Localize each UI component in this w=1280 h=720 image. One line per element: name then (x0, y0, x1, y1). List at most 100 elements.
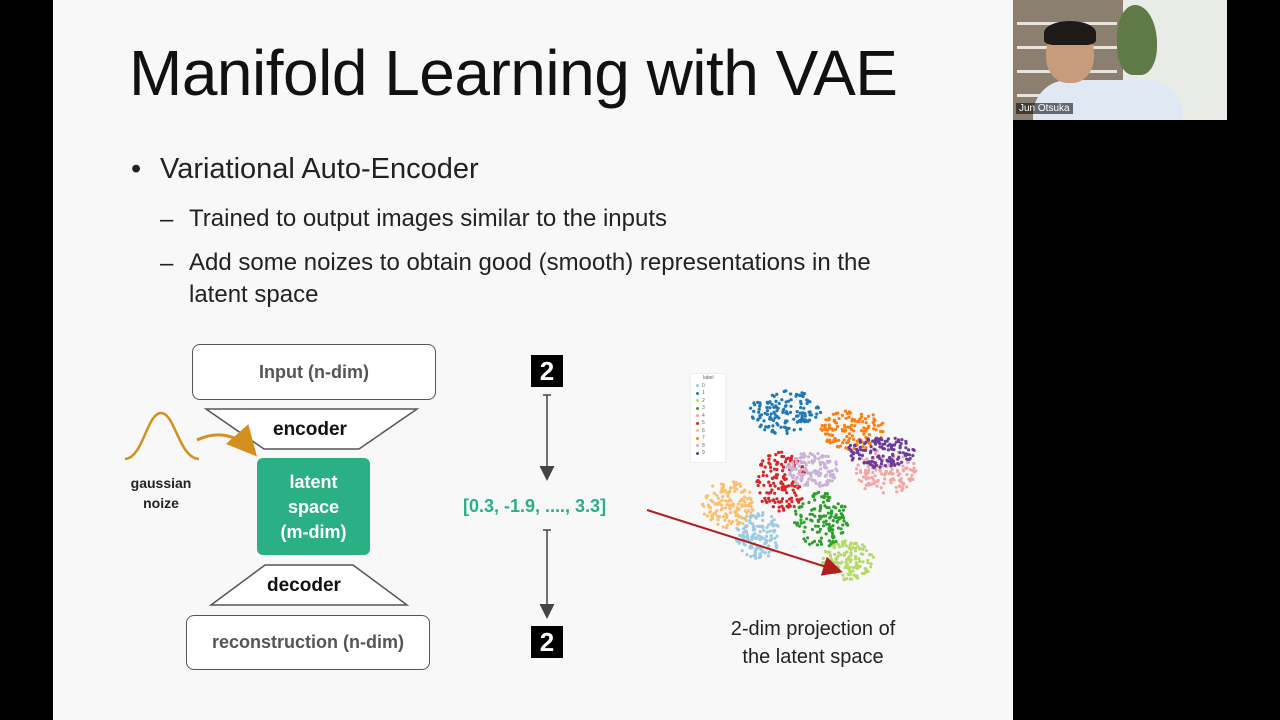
scatter-point (756, 483, 760, 488)
scatter-point (864, 483, 868, 487)
scatter-point (756, 534, 760, 538)
scatter-point (758, 530, 762, 534)
scatter-point (835, 520, 839, 524)
scatter-point (878, 445, 882, 449)
scatter-point (741, 533, 745, 537)
scatter-point (819, 542, 824, 546)
scatter-point (866, 481, 870, 485)
scatter-point (825, 498, 829, 502)
scatter-point (731, 504, 735, 508)
scatter-point (784, 477, 788, 481)
scatter-point (777, 450, 781, 455)
scatter-point (841, 523, 845, 527)
scatter-point (904, 453, 908, 458)
scatter-point (905, 466, 909, 470)
scatter-point (767, 496, 771, 500)
scatter-point (831, 540, 836, 544)
scatter-point (869, 562, 873, 566)
legend-swatch (696, 414, 699, 417)
scatter-point (719, 503, 724, 507)
scatter-point (731, 502, 735, 506)
scatter-point (785, 491, 789, 495)
scatter-point (821, 495, 826, 499)
scatter-point (798, 411, 802, 415)
scatter-point (827, 544, 831, 548)
scatter-point (741, 521, 745, 526)
scatter-point (733, 489, 737, 493)
scatter-point (854, 542, 858, 546)
scatter-point (874, 442, 878, 446)
scatter-point (793, 457, 798, 461)
scatter-point (775, 476, 779, 480)
scatter-point (735, 506, 739, 510)
scatter-point (725, 523, 729, 527)
legend-item: 1 (696, 390, 705, 397)
scatter-point (878, 465, 882, 469)
scatter-point (790, 460, 795, 464)
scatter-point (872, 427, 876, 431)
scatter-point (866, 414, 871, 418)
scatter-point (805, 480, 810, 484)
legend-item: 6 (696, 427, 705, 434)
scatter-point (866, 465, 870, 469)
scatter-point (867, 468, 871, 472)
scatter-point (842, 519, 846, 523)
scatter-point (889, 464, 893, 468)
scatter-point (780, 450, 784, 454)
scatter-point (866, 558, 870, 563)
scatter-point (804, 482, 808, 487)
scatter-point (883, 439, 887, 443)
scatter-point (854, 467, 859, 471)
scatter-point (737, 515, 741, 519)
caption-line-1: 2-dim projection of (730, 618, 896, 640)
scatter-point (748, 490, 752, 494)
scatter-point (772, 467, 777, 471)
scatter-point (822, 524, 826, 528)
scatter-point (896, 457, 900, 461)
scatter-point (837, 416, 841, 421)
scatter-point (753, 554, 758, 558)
legend-label: 1 (702, 390, 705, 396)
legend-swatch (696, 429, 699, 432)
scatter-point (861, 445, 865, 449)
scatter-point (793, 521, 797, 525)
scatter-point (861, 547, 865, 552)
scatter-point (800, 497, 804, 501)
scatter-point (712, 491, 716, 495)
scatter-point (875, 484, 879, 488)
scatter-point (737, 522, 741, 526)
scatter-point (849, 542, 853, 546)
speaker-video-tile[interactable]: Jun Otsuka (1013, 0, 1227, 120)
scatter-point (841, 441, 845, 445)
scatter-point (826, 478, 830, 483)
scatter-point (859, 552, 863, 556)
scatter-point (810, 512, 815, 516)
scatter-point (806, 455, 811, 459)
scatter-point (858, 445, 862, 449)
scatter-point (865, 457, 869, 461)
scatter-point (825, 522, 829, 526)
scatter-point (862, 461, 866, 465)
legend-label: 9 (702, 450, 705, 456)
scatter-point (738, 482, 742, 486)
legend-swatch (696, 384, 699, 387)
scatter-point (880, 472, 884, 476)
scatter-point (809, 471, 813, 475)
scatter-point (723, 499, 728, 503)
scatter-point (881, 442, 885, 446)
scatter-point (831, 412, 835, 416)
scatter-point (837, 509, 842, 513)
scatter-point (823, 432, 828, 436)
scatter-point (827, 506, 831, 510)
scatter-point (834, 460, 838, 464)
scatter-point (773, 416, 777, 420)
scatter-point (768, 400, 772, 404)
speaker-shirt (1033, 80, 1183, 120)
scatter-point (802, 406, 806, 410)
scatter-point (757, 475, 761, 479)
scatter-point (859, 415, 864, 419)
scatter-point (807, 477, 811, 481)
scatter-point (871, 455, 875, 460)
scatter-point (843, 566, 847, 570)
scatter-point (872, 465, 876, 470)
